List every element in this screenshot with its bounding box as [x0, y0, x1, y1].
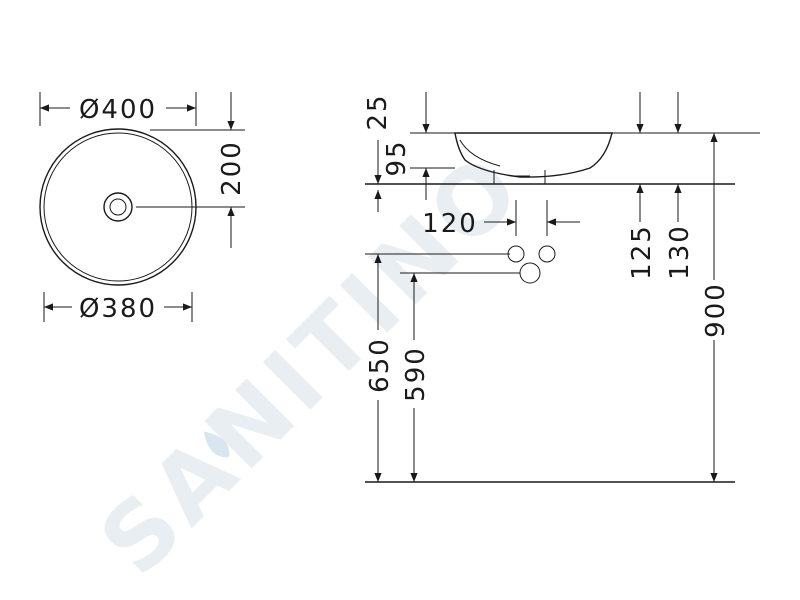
drain-inner — [109, 198, 127, 216]
basin-profile — [454, 132, 613, 178]
dim-bowl-depth: 95 — [382, 139, 412, 176]
plan-view: Ø400 Ø380 200 — [39, 92, 247, 324]
outlet-trap — [519, 262, 541, 284]
dim-drain-spacing: 120 — [422, 209, 478, 239]
watermark: SANITINO — [80, 132, 544, 596]
dim-outlet-upper: 650 — [365, 337, 395, 393]
dim-total-height: 130 — [665, 224, 695, 280]
side-view: 25 95 120 125 130 900 650 590 — [363, 92, 760, 483]
dim-inner-diameter: Ø380 — [79, 294, 157, 324]
dim-rim-height: 25 — [363, 93, 393, 130]
basin-foot — [493, 170, 546, 184]
drain-outer — [103, 192, 133, 222]
dim-outlet-lower: 590 — [401, 346, 431, 402]
dim-drain-offset: 200 — [217, 140, 247, 196]
outlet-left — [507, 245, 525, 263]
outlet-right — [538, 245, 556, 263]
dim-outer-diameter: Ø400 — [79, 95, 157, 125]
dim-overall-height: 900 — [701, 282, 731, 338]
dim-bowl-height: 125 — [627, 224, 657, 280]
basin-inner-curve — [459, 139, 501, 167]
watermark-drop-icon — [203, 431, 230, 458]
watermark-text: SANITINO — [80, 132, 544, 596]
